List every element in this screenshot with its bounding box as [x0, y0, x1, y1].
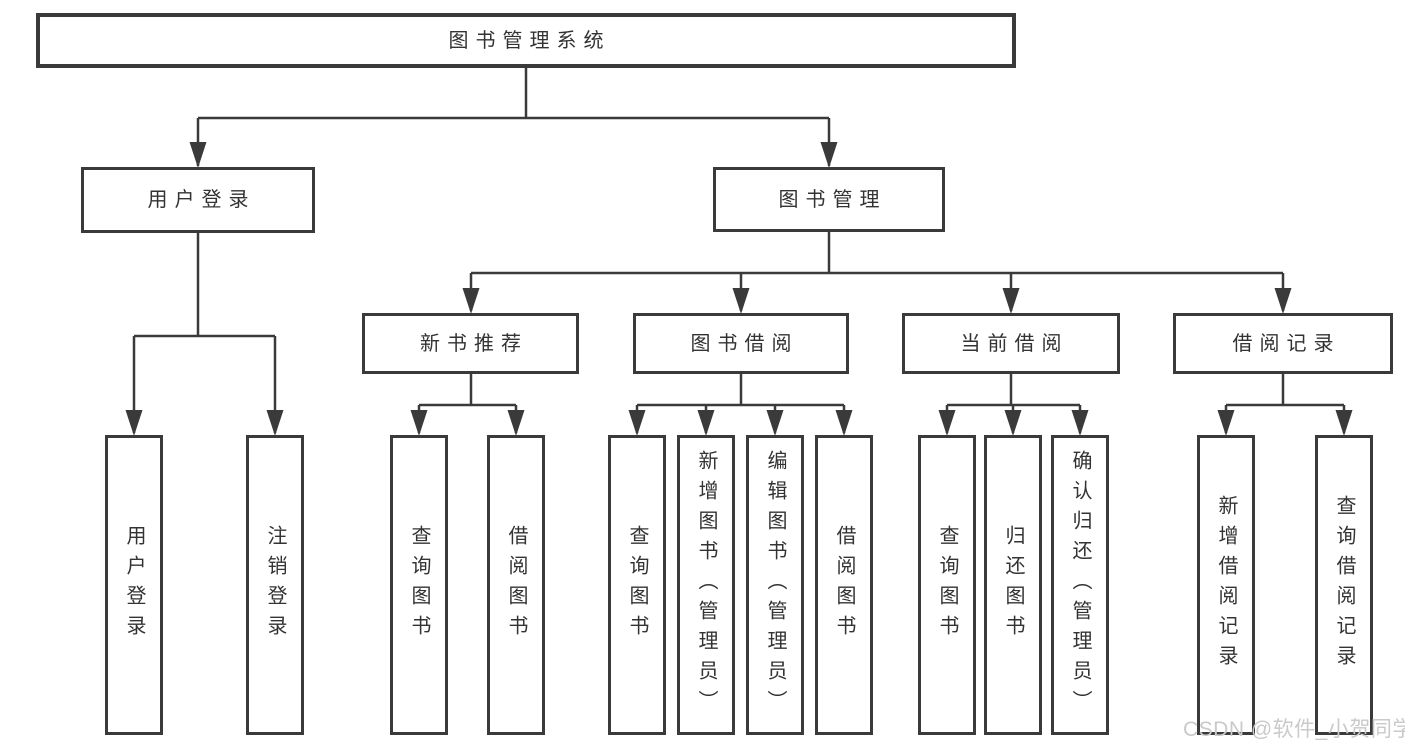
leaf-borrow-query-books-label: 查询图书 — [626, 525, 648, 645]
node-root: 图书管理系统 — [36, 13, 1016, 68]
leaf-query-borrow-record: 查询借阅记录 — [1315, 435, 1373, 735]
node-root-label: 图书管理系统 — [448, 29, 611, 52]
leaf-recommend-query-books-label: 查询图书 — [408, 525, 430, 645]
node-new-book-recommend: 新书推荐 — [362, 313, 579, 374]
leaf-current-query-books-label: 查询图书 — [936, 525, 958, 645]
edge-arrowheads — [125, 142, 1353, 436]
leaf-recommend-borrow-books: 借阅图书 — [487, 435, 545, 735]
leaf-confirm-return-admin: 确认归还（管理员） — [1051, 435, 1109, 735]
leaf-borrow-books-label: 借阅图书 — [833, 525, 855, 645]
leaf-logout: 注销登录 — [246, 435, 304, 735]
leaf-borrow-query-books: 查询图书 — [608, 435, 666, 735]
leaf-add-borrow-record-label: 新增借阅记录 — [1215, 495, 1237, 675]
node-new-book-recommend-label: 新书推荐 — [420, 332, 528, 355]
node-user-login: 用户登录 — [81, 167, 315, 233]
node-current-borrow-label: 当前借阅 — [960, 332, 1069, 355]
leaf-return-books-label: 归还图书 — [1002, 525, 1024, 645]
leaf-add-borrow-record: 新增借阅记录 — [1197, 435, 1255, 735]
leaf-recommend-borrow-books-label: 借阅图书 — [505, 525, 527, 645]
leaf-return-books: 归还图书 — [984, 435, 1042, 735]
leaf-borrow-books: 借阅图书 — [815, 435, 873, 735]
edge-lines — [132, 68, 1346, 433]
leaf-add-books-admin: 新增图书（管理员） — [677, 435, 735, 735]
leaf-edit-books-admin-label: 编辑图书（管理员） — [764, 450, 786, 720]
node-borrow-records-label: 借阅记录 — [1232, 332, 1341, 355]
leaf-user-login: 用户登录 — [105, 435, 163, 735]
node-user-login-label: 用户登录 — [147, 189, 256, 211]
leaf-add-books-admin-label: 新增图书（管理员） — [695, 450, 717, 720]
node-current-borrow: 当前借阅 — [902, 313, 1120, 374]
node-book-management-label: 图书管理 — [778, 188, 887, 211]
leaf-edit-books-admin: 编辑图书（管理员） — [746, 435, 804, 735]
leaf-logout-label: 注销登录 — [264, 525, 286, 645]
leaf-query-borrow-record-label: 查询借阅记录 — [1333, 495, 1355, 675]
node-book-management: 图书管理 — [713, 167, 945, 232]
leaf-current-query-books: 查询图书 — [918, 435, 976, 735]
node-book-borrow: 图书借阅 — [633, 313, 849, 374]
leaf-confirm-return-admin-label: 确认归还（管理员） — [1069, 450, 1091, 720]
node-borrow-records: 借阅记录 — [1173, 313, 1393, 374]
node-book-borrow-label: 图书借阅 — [690, 332, 799, 355]
leaf-recommend-query-books: 查询图书 — [390, 435, 448, 735]
leaf-user-login-label: 用户登录 — [123, 525, 145, 645]
csdn-watermark: CSDN @软件_小贺同学 — [1183, 718, 1405, 741]
